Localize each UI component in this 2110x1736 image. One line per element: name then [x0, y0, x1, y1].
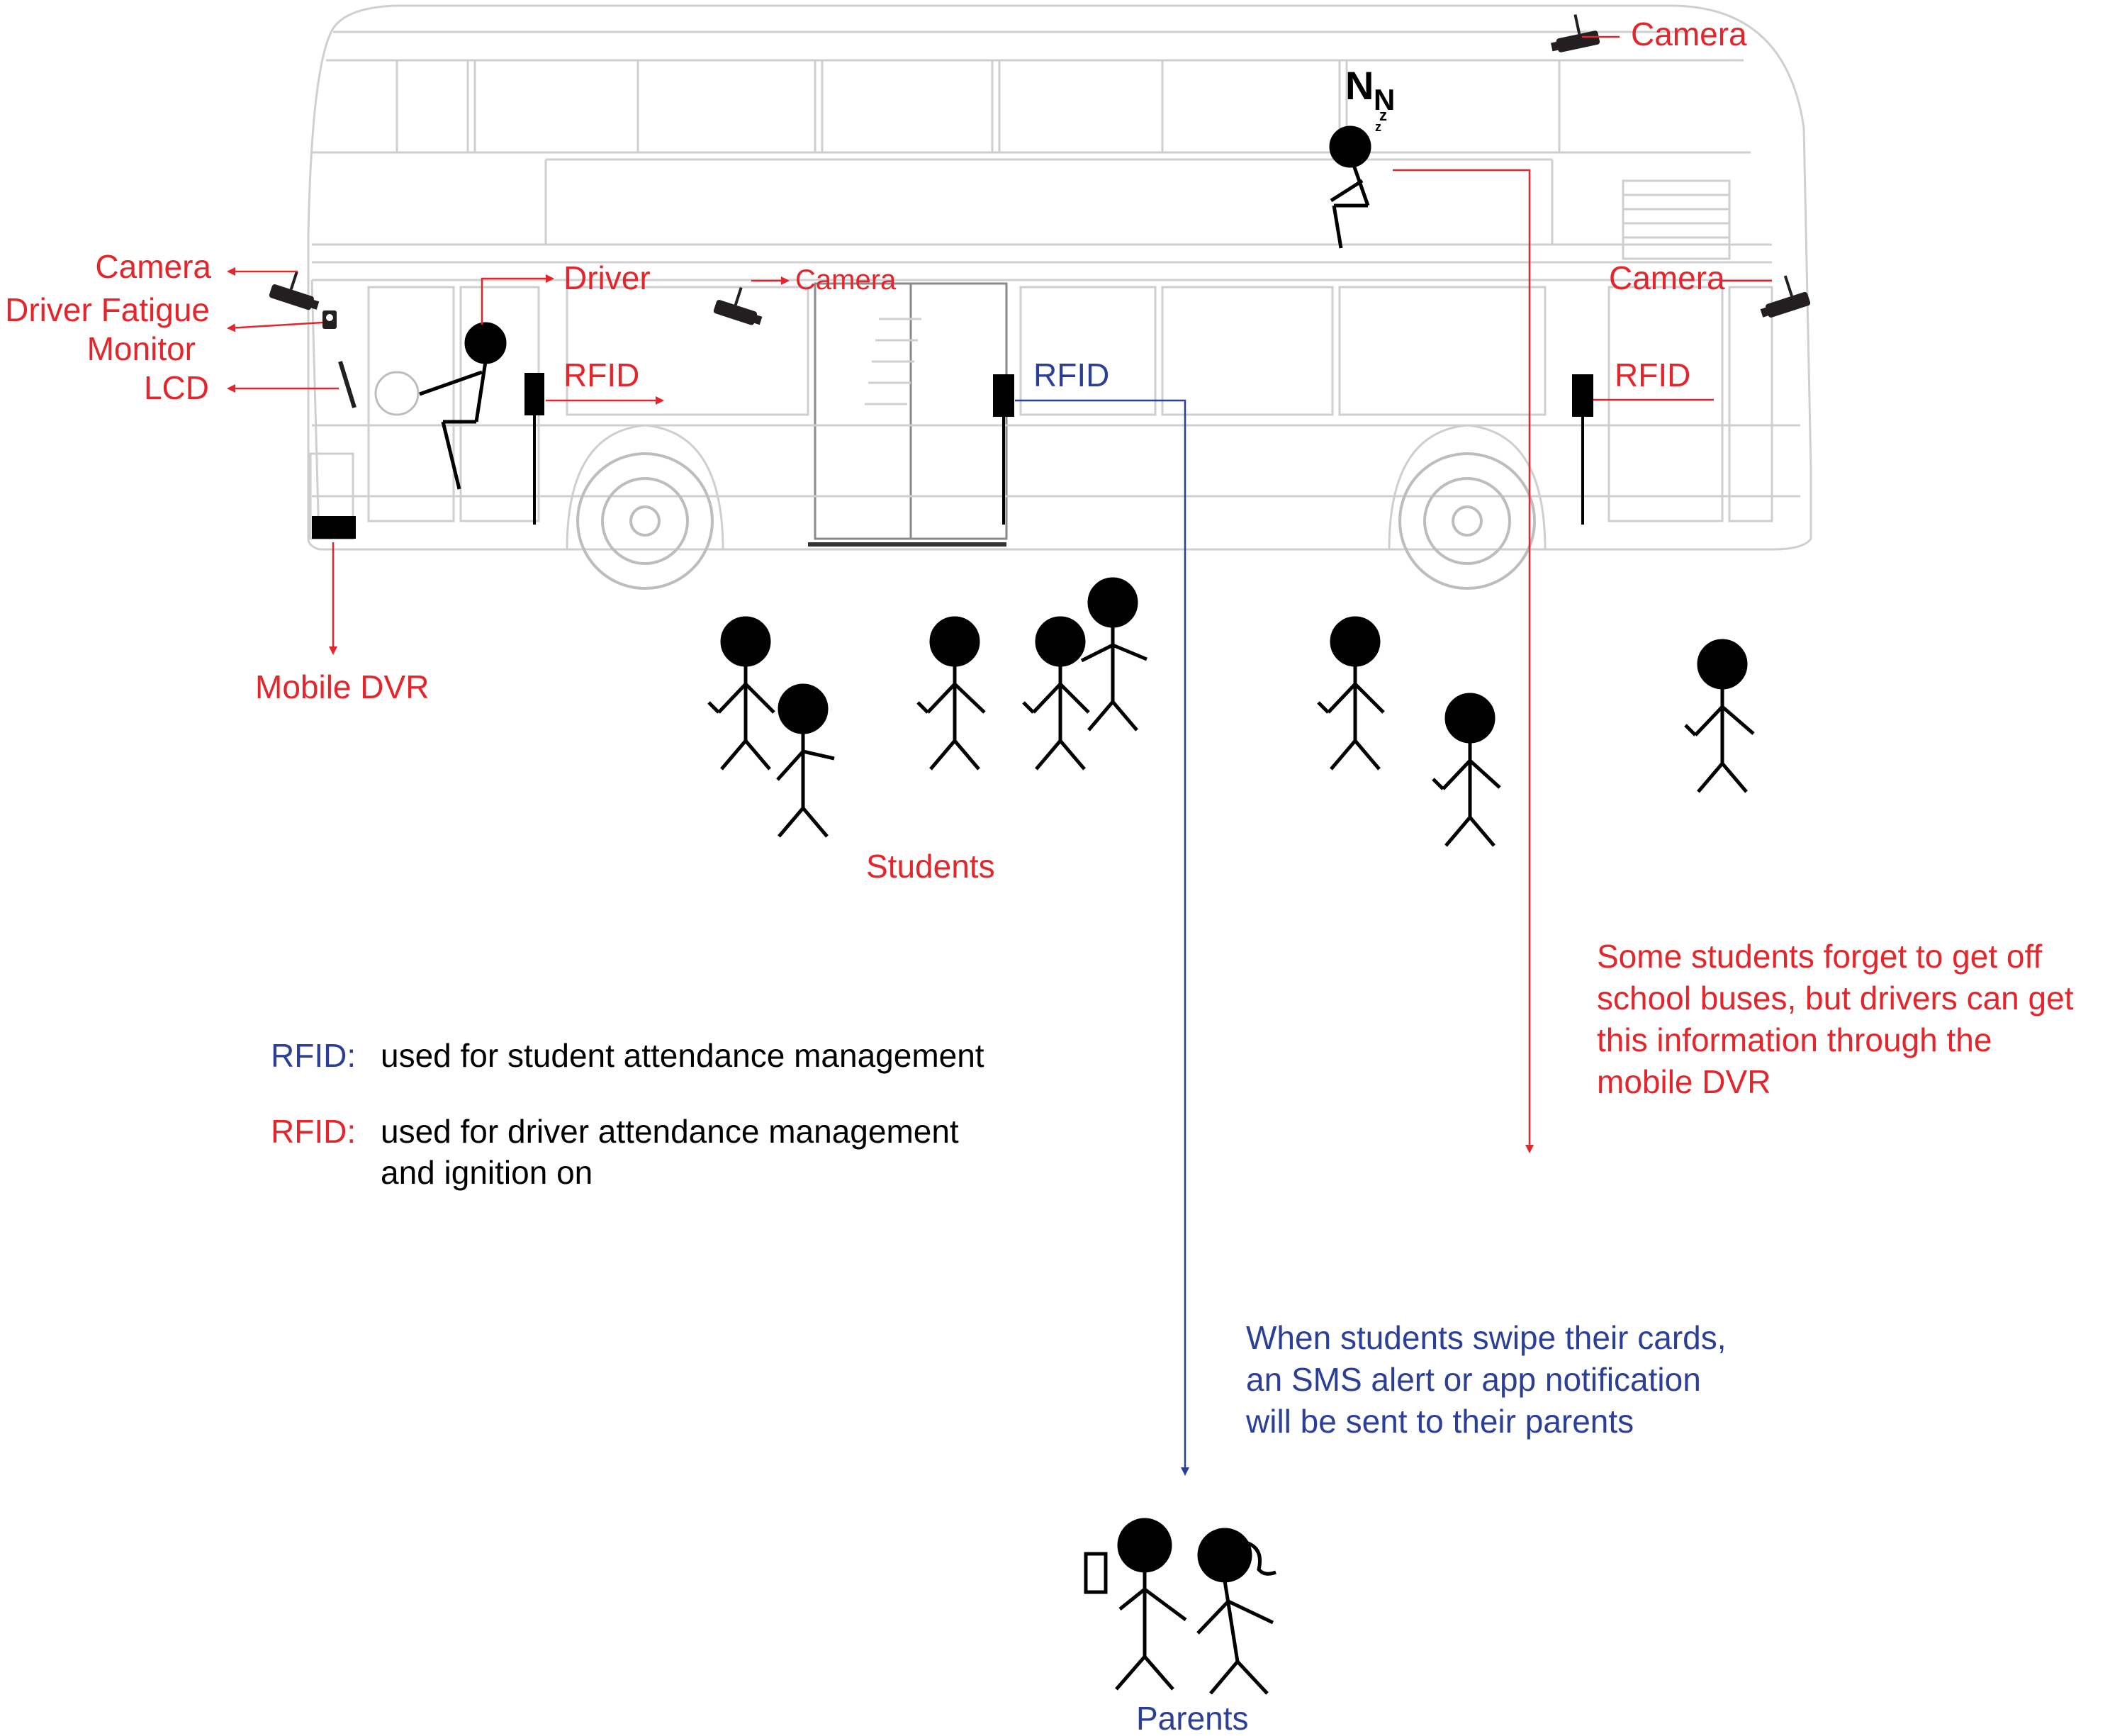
driver-fatigue-label: Driver Fatigue: [5, 291, 210, 328]
rfid-legend: RFID: used for student attendance manage…: [271, 1037, 984, 1191]
student-figure: [1022, 616, 1090, 771]
student-figure: [707, 616, 775, 771]
student-figure: [1317, 616, 1385, 771]
svg-text:When students swipe their card: When students swipe their cards,: [1246, 1319, 1727, 1356]
lcd-label: LCD: [144, 369, 209, 406]
student-figure: [1432, 693, 1501, 847]
svg-text:Some students forget to get of: Some students forget to get off: [1597, 938, 2042, 975]
camera-icon: [1760, 275, 1811, 318]
student-figure: [776, 683, 835, 838]
legend-student-key: RFID:: [271, 1037, 356, 1074]
sleeping-student-figure: [1329, 125, 1371, 249]
student-figures: [707, 577, 1755, 847]
sms-note: When students swipe their cards, an SMS …: [1245, 1319, 1727, 1440]
parent-figures: [1084, 1518, 1276, 1695]
rfid-reader-mid: [993, 374, 1014, 525]
camera-top-label: Camera: [1631, 16, 1747, 52]
front-wheel: [576, 452, 714, 590]
forget-note: Some students forget to get off school b…: [1597, 938, 2074, 1100]
legend-driver-text: used for driver attendance management: [381, 1113, 959, 1150]
dvr-icon: [312, 516, 356, 539]
svg-text:N: N: [1345, 63, 1374, 108]
rear-wheel: [1398, 452, 1536, 590]
students-label: Students: [866, 848, 995, 885]
student-figure: [1684, 639, 1755, 793]
legend-student-text: used for student attendance management: [381, 1037, 984, 1074]
connector-lines: [227, 35, 1772, 1476]
device-labels: Camera Camera Driver Fatigue Monitor LCD…: [5, 16, 1747, 1736]
driver-fatigue-label-2: Monitor: [87, 330, 196, 367]
parent-father-figure: [1084, 1518, 1187, 1691]
rfid-front-label: RFID: [563, 357, 639, 393]
camera-mid-label: Camera: [795, 264, 897, 296]
mobile-dvr-label: Mobile DVR: [255, 668, 429, 705]
phone-icon: [1084, 1552, 1108, 1594]
svg-text:mobile DVR: mobile DVR: [1597, 1063, 1771, 1100]
fatigue-monitor-icon: [322, 310, 337, 329]
camera-icon: [713, 286, 763, 325]
legend-driver-key: RFID:: [271, 1113, 356, 1150]
rfid-rear-label: RFID: [1615, 357, 1690, 393]
parents-label: Parents: [1136, 1700, 1249, 1736]
student-figure: [1080, 577, 1147, 732]
rfid-reader-rear: [1572, 374, 1593, 525]
rfid-mid-label: RFID: [1033, 357, 1109, 393]
svg-text:school buses, but drivers can: school buses, but drivers can get: [1597, 980, 2074, 1017]
camera-left-label: Camera: [95, 248, 211, 285]
student-figure: [916, 616, 986, 771]
svg-text:will be sent to their parents: will be sent to their parents: [1245, 1403, 1634, 1440]
rfid-reader-front: [524, 373, 544, 525]
legend-driver-text-2: and ignition on: [381, 1154, 593, 1191]
camera-icon: [269, 271, 320, 310]
svg-text:an SMS alert or app notificati: an SMS alert or app notification: [1246, 1361, 1701, 1398]
driver-label: Driver: [563, 259, 651, 296]
lcd-icon: [338, 361, 357, 408]
svg-text:z: z: [1375, 120, 1381, 134]
camera-right-label: Camera: [1609, 259, 1725, 296]
parent-mother-figure: [1196, 1528, 1276, 1695]
zzz-sleep-icon: N N z z: [1345, 63, 1395, 134]
double-decker-bus: [307, 4, 1812, 551]
svg-text:this information through the: this information through the: [1597, 1021, 1992, 1058]
svg-text:N: N: [1374, 83, 1395, 116]
svg-text:z: z: [1379, 106, 1387, 124]
driver-figure: [374, 322, 507, 490]
